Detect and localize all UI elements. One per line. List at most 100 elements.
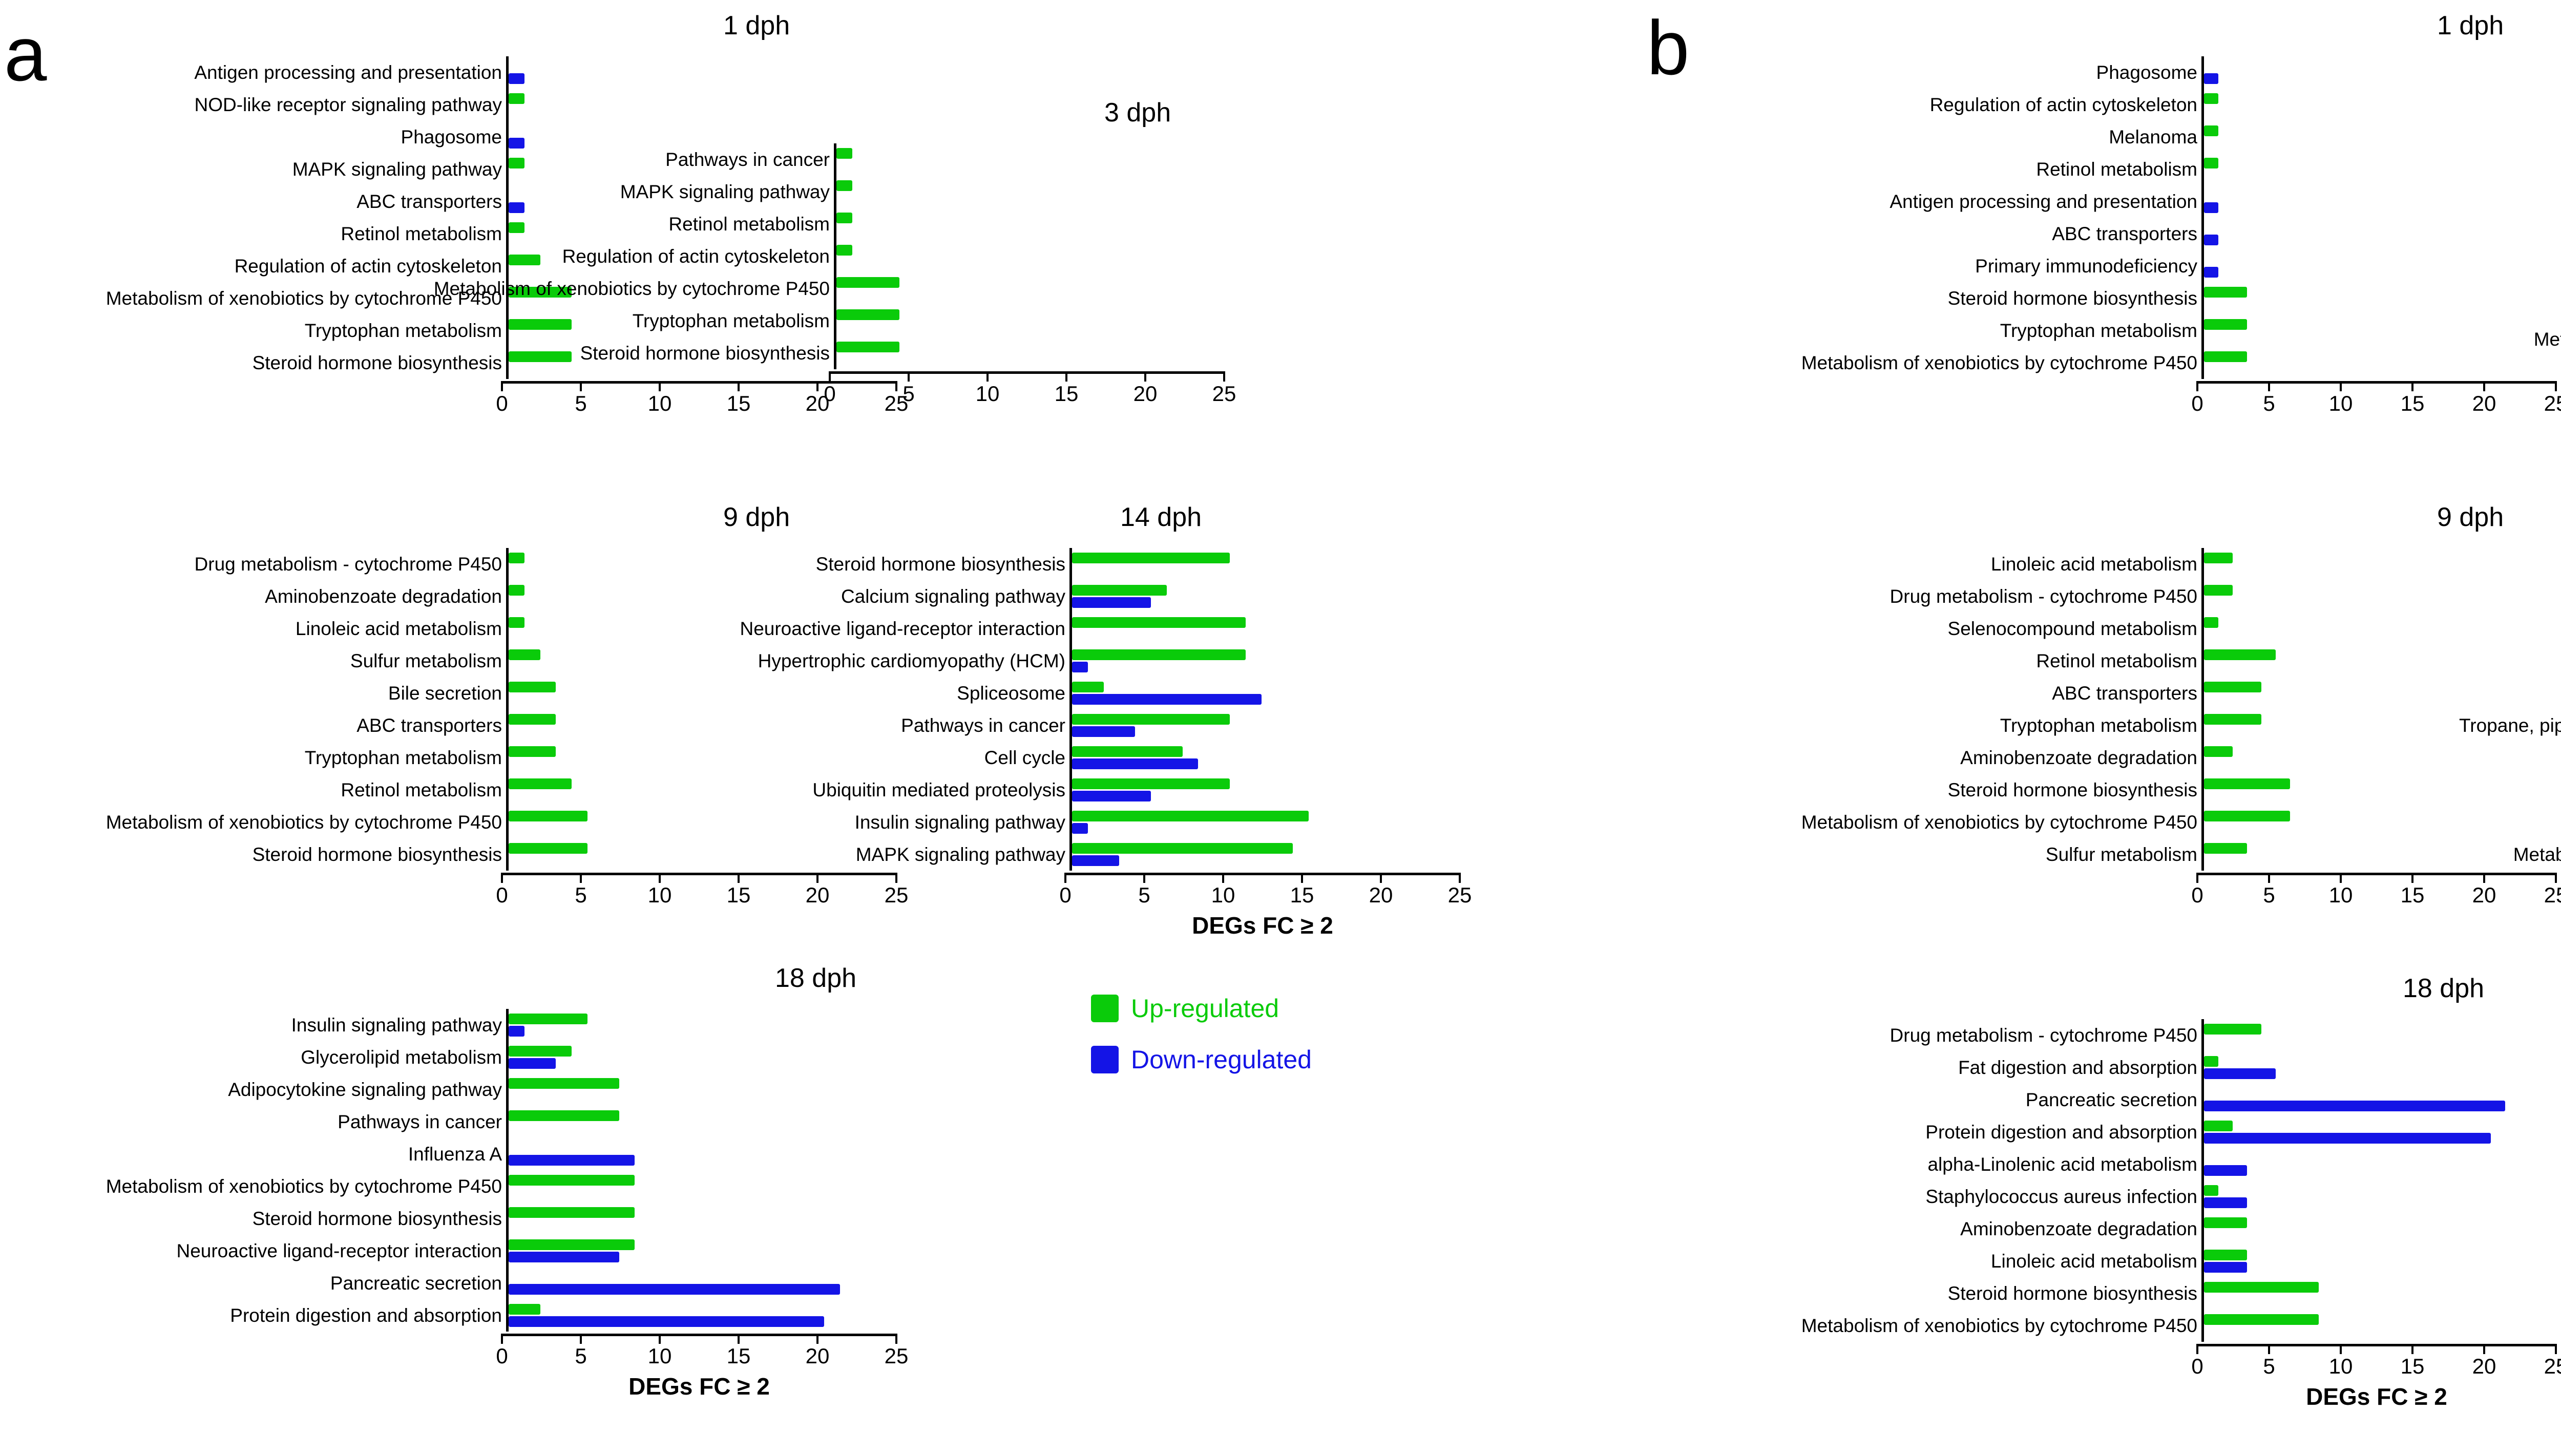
chart-row: MAPK signaling pathway <box>461 838 1460 871</box>
bar-up-regulated <box>509 1175 635 1186</box>
bar-cell <box>506 838 903 871</box>
bar-up-regulated <box>509 351 572 362</box>
bar-up-regulated <box>509 585 524 596</box>
category-label: Aminobenzoate degradation <box>1960 1218 2197 1239</box>
chart-row: ABC transporters <box>31 709 896 742</box>
bar-cell <box>506 314 903 347</box>
bar-cell <box>2201 806 2561 838</box>
bar-up-regulated <box>2204 93 2218 104</box>
chart-row: Metabolism of xenobiotics by cytochrome … <box>1706 806 2556 838</box>
chart-row: Retinol metabolism <box>31 218 896 250</box>
bar-down-regulated <box>1072 726 1136 737</box>
chart-row: Neuroactive ligand-receptor interaction <box>461 613 1460 645</box>
x-axis-tick-label: 0 <box>824 382 836 406</box>
chart-row: Neuroactive ligand-receptor interaction <box>31 1235 896 1267</box>
chart-row: Ubiquitin mediated proteolysis <box>461 774 1460 806</box>
bar-cell <box>506 56 903 89</box>
legend-label-down: Down-regulated <box>1131 1045 1312 1074</box>
bar-up-regulated <box>2204 1056 2218 1067</box>
chart-title: 18 dph <box>2403 974 2485 1003</box>
chart-row: Melanoma <box>2336 194 2561 226</box>
bar-up-regulated <box>509 222 524 233</box>
bar-cell <box>506 742 903 774</box>
bar-cell <box>506 185 903 218</box>
category-label: Drug metabolism - cytochrome P450 <box>194 554 502 575</box>
bar-down-regulated <box>2204 1165 2247 1176</box>
chart-row: Regulation of actin cytoskeleton <box>369 240 1224 272</box>
chart-row: Drug metabolism - cytochrome P450 <box>1706 580 2556 613</box>
bar-up-regulated <box>1072 811 1309 821</box>
bar-up-regulated <box>509 1239 635 1250</box>
x-axis-tick <box>2268 1344 2270 1354</box>
category-label: Nitrogen metabolism <box>2131 587 2561 606</box>
x-axis-line <box>2197 873 2556 875</box>
category-label: Tryptophan metabolism <box>304 320 502 341</box>
bar-up-regulated <box>2204 811 2290 821</box>
bar-down-regulated <box>509 1252 619 1262</box>
category-label: Metabolism of xenobiotics by cytochrome … <box>2533 329 2561 350</box>
category-label: MAPK signaling pathway <box>2336 136 2561 155</box>
chart-title: 14 dph <box>2131 502 2561 533</box>
category-label: Sulfur metabolism <box>2045 844 2197 865</box>
category-label: Steroid hormone biosynthesis <box>815 554 1065 575</box>
chart-row: Influenza A <box>31 1138 896 1170</box>
bar-cell <box>506 1267 903 1299</box>
x-axis-title: DEGs FC ≥ 2 <box>628 1373 770 1400</box>
x-axis-line <box>830 371 1224 374</box>
x-axis-tick <box>1301 873 1303 883</box>
chart-row: Drug metabolism - cytochrome P450 <box>31 548 896 580</box>
category-label: Pathways in cancer <box>665 149 830 170</box>
x-axis-tick-label: 20 <box>805 391 830 415</box>
x-axis-tick-label: 10 <box>2328 391 2353 415</box>
x-axis-tick <box>1143 873 1145 883</box>
x-axis-tick <box>580 1334 582 1344</box>
x-axis-tick-label: 15 <box>2400 1354 2425 1378</box>
chart-title: 1 dph <box>2437 11 2504 40</box>
bar-down-regulated <box>509 1316 824 1327</box>
x-axis-line <box>502 873 896 875</box>
category-label: ABC transporters <box>2052 683 2197 704</box>
category-label: Drug metabolism - cytochrome P450 <box>1890 1025 2197 1046</box>
bar-cell <box>2201 314 2561 347</box>
bar-cell <box>506 1299 903 1332</box>
category-label: MAPK signaling pathway <box>292 159 502 180</box>
bar-cell <box>2201 282 2561 314</box>
chart-row: MAPK signaling pathway <box>31 153 896 185</box>
category-label: Regulation of actin cytoskeleton <box>2336 168 2561 187</box>
x-axis-tick <box>738 873 740 883</box>
bar-down-regulated <box>1072 758 1199 769</box>
category-label: Tryptophan metabolism <box>2336 298 2561 316</box>
x-axis-tick-label: 15 <box>726 391 751 415</box>
x-axis-tick <box>986 371 989 382</box>
category-label: Regulation of actin cytoskeleton <box>562 246 830 267</box>
bar-down-regulated <box>1072 855 1120 866</box>
x-axis-tick-label: 25 <box>1212 382 1236 406</box>
legend-swatch-down <box>1091 1046 1119 1073</box>
category-label: Staphylococcus aureus infection <box>1925 1186 2197 1207</box>
x-axis-tick <box>2555 873 2557 883</box>
bar-up-regulated <box>509 93 524 104</box>
bar-cell <box>2201 838 2561 871</box>
chart-row: Retinol metabolism <box>1706 645 2556 677</box>
chart-row: Glycerolipid metabolism <box>31 1041 896 1073</box>
bar-up-regulated <box>509 158 524 168</box>
bar-cell <box>834 176 1231 208</box>
bar-up-regulated <box>509 1078 619 1089</box>
bar-cell <box>506 250 903 282</box>
category-label: Influenza A <box>408 1144 502 1165</box>
bar-cell <box>2201 709 2561 742</box>
x-axis-tick-label: 10 <box>1211 883 1235 907</box>
x-axis-tick-label: 10 <box>647 391 672 415</box>
bar-cell <box>506 1170 903 1202</box>
category-label: Spliceosome <box>957 683 1065 704</box>
category-label: Protein digestion and absorption <box>1925 1122 2197 1143</box>
category-label: Drug metabolism - cytochrome P450 <box>1890 586 2197 607</box>
category-label: Retinol metabolism <box>341 779 502 800</box>
bar-down-regulated <box>2204 1101 2505 1111</box>
chart-row: Steroid hormone biosynthesis <box>2131 742 2561 774</box>
